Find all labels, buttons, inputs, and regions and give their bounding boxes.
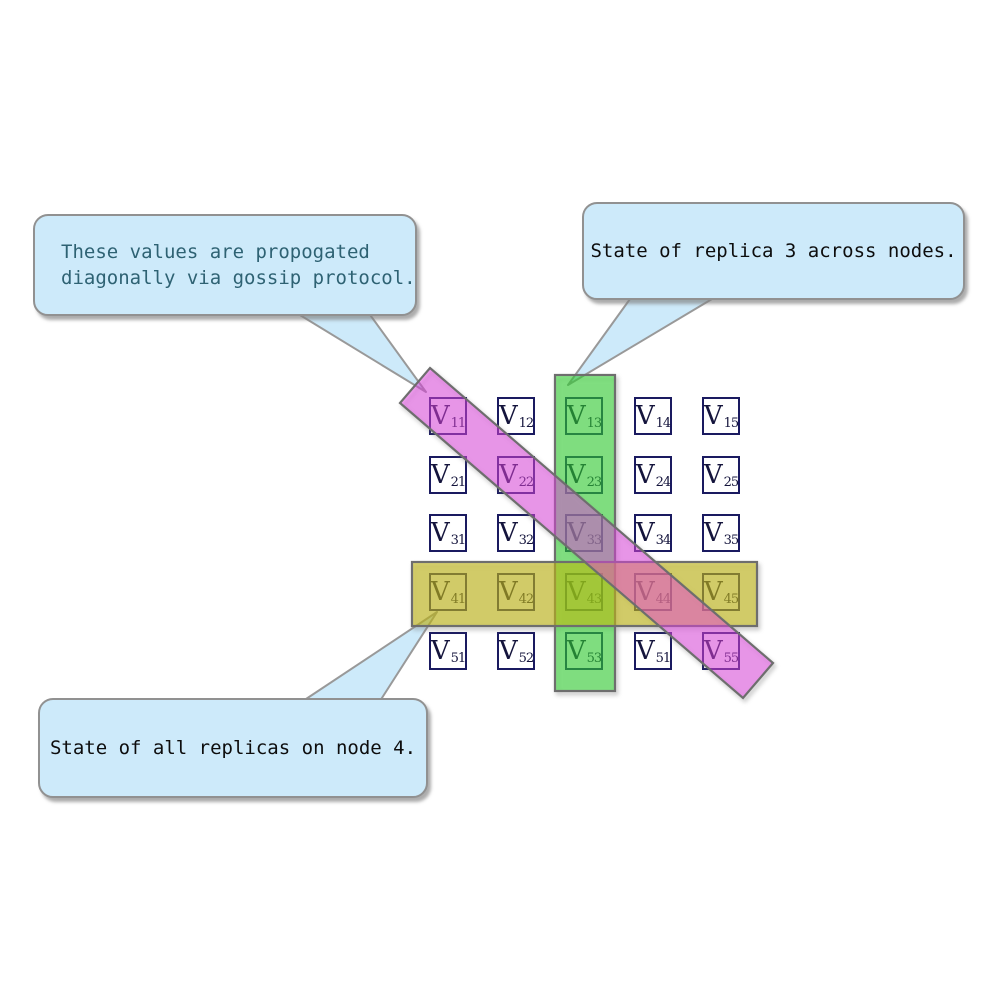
cell-symbol: V — [703, 577, 723, 607]
callout-pointer-node4 — [302, 611, 438, 702]
cell-subscript: 44 — [655, 591, 672, 607]
cell-symbol: V — [635, 401, 655, 431]
cell-subscript: 15 — [723, 415, 740, 431]
cell-subscript: 33 — [586, 532, 603, 548]
cell-subscript: 25 — [723, 474, 740, 490]
cell-subscript: 51 — [450, 650, 467, 666]
cell-symbol: V — [430, 518, 450, 548]
cell-subscript: 41 — [450, 591, 467, 607]
cell-subscript: 13 — [586, 415, 603, 431]
cell-subscript: 22 — [518, 474, 535, 490]
cell-subscript: 52 — [518, 650, 535, 666]
cell-subscript: 53 — [586, 650, 603, 666]
cell-subscript: 14 — [655, 415, 672, 431]
cell-symbol: V — [566, 518, 586, 548]
cell-symbol: V — [566, 460, 586, 490]
cell-subscript: 45 — [723, 591, 740, 607]
callout-pointer-gossip — [294, 311, 427, 393]
callout-text-line: State of all replicas on node 4. — [49, 737, 417, 759]
cell-symbol: V — [498, 636, 518, 666]
callout-gossip-protocol: These values are propogated diagonally v… — [33, 214, 417, 316]
cell-subscript: 32 — [518, 532, 535, 548]
cell-symbol: V — [566, 401, 586, 431]
cell-symbol: V — [635, 518, 655, 548]
callout-replica-3: State of replica 3 across nodes. — [582, 202, 965, 300]
cell-subscript: 34 — [655, 532, 672, 548]
cell-symbol: V — [430, 460, 450, 490]
cell-subscript: 43 — [586, 591, 603, 607]
cell-symbol: V — [635, 636, 655, 666]
cell-symbol: V — [566, 577, 586, 607]
cell-symbol: V — [566, 636, 586, 666]
cell-symbol: V — [703, 460, 723, 490]
cell-subscript: 12 — [518, 415, 535, 431]
cell-subscript: 55 — [723, 650, 740, 666]
cell-subscript: 23 — [586, 474, 603, 490]
cell-subscript: 11 — [450, 415, 467, 431]
cell-subscript: 24 — [655, 474, 672, 490]
callout-text-line: These values are propogated — [61, 241, 370, 263]
cell-subscript: 42 — [518, 591, 535, 607]
cell-symbol: V — [430, 636, 450, 666]
cell-subscript: 51 — [655, 650, 672, 666]
callout-text-line: State of replica 3 across nodes. — [590, 240, 957, 262]
cell-symbol: V — [498, 460, 518, 490]
cell-symbol: V — [635, 577, 655, 607]
callout-text-line: diagonally via gossip protocol. — [61, 267, 416, 289]
cell-subscript: 21 — [450, 474, 467, 490]
cell-symbol: V — [498, 518, 518, 548]
cell-subscript: 35 — [723, 532, 740, 548]
cell-symbol: V — [498, 577, 518, 607]
cell-symbol: V — [635, 460, 655, 490]
cell-symbol: V — [430, 577, 450, 607]
cell-symbol: V — [498, 401, 518, 431]
cell-subscript: 31 — [450, 532, 467, 548]
cell-symbol: V — [430, 401, 450, 431]
callout-pointer-replica — [567, 298, 713, 386]
cell-symbol: V — [703, 401, 723, 431]
callout-node-4: State of all replicas on node 4. — [38, 698, 428, 798]
cell-symbol: V — [703, 518, 723, 548]
cell-symbol: V — [703, 636, 723, 666]
